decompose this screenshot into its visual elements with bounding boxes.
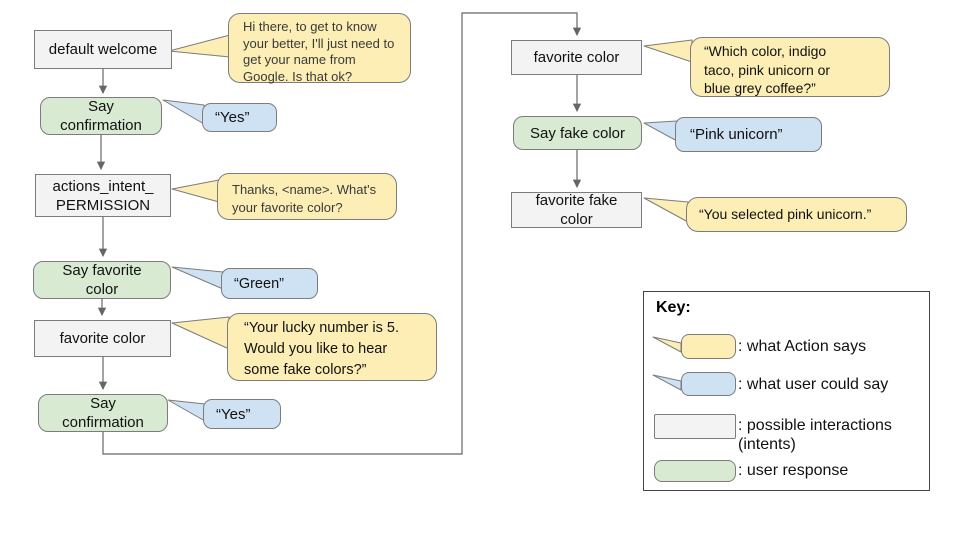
bubble-permission-prompt: Thanks, <name>. What's your favorite col… (217, 173, 397, 220)
bubble-tail-green (171, 266, 224, 290)
bubble-tail-lucky-number (171, 316, 230, 350)
bubble-tail-fake-color-prompt (643, 39, 693, 63)
node-say-confirmation-1: Say confirmation (40, 97, 162, 135)
key-intent-box-swatch-icon (654, 414, 736, 439)
bubble-green: “Green” (221, 268, 318, 299)
bubble-yes-1: “Yes” (202, 103, 277, 132)
key-panel: Key: : what Action says : what user coul… (643, 291, 930, 491)
node-say-fake-color: Say fake color (513, 116, 642, 150)
key-label-possible-interactions: : possible interactions (intents) (738, 417, 892, 453)
key-label-user-response: : user response (738, 462, 849, 479)
node-default-welcome: default welcome (34, 30, 172, 69)
bubble-pink-unicorn: “Pink unicorn” (675, 117, 822, 152)
bubble-fake-color-prompt: “Which color, indigo taco, pink unicorn … (690, 37, 890, 97)
node-say-favorite-color: Say favorite color (33, 261, 171, 299)
bubble-tail-welcome-prompt (168, 34, 231, 58)
key-label-user-could-say: : what user could say (738, 376, 889, 393)
bubble-welcome-prompt: Hi there, to get to know your better, I'… (228, 13, 411, 84)
bubble-tail-selected-confirmation (643, 197, 689, 223)
bubble-tail-yes-1 (162, 99, 205, 125)
node-actions-intent-permission: actions_intent_ PERMISSION (35, 174, 171, 217)
key-user-bubble-tail-icon (652, 374, 682, 391)
key-response-box-swatch-icon (654, 460, 736, 482)
key-action-bubble-swatch-icon (681, 334, 736, 359)
node-favorite-fake-color: favorite fake color (511, 192, 642, 228)
connector-loop-to-right-column (102, 12, 582, 455)
node-favorite-color-left: favorite color (34, 320, 171, 357)
bubble-tail-pink-unicorn (643, 120, 678, 142)
key-user-bubble-swatch-icon (681, 372, 736, 396)
bubble-tail-yes-2 (167, 399, 206, 422)
bubble-lucky-number-prompt: “Your lucky number is 5. Would you like … (227, 313, 437, 381)
node-say-confirmation-2: Say confirmation (38, 394, 168, 432)
key-action-bubble-tail-icon (652, 336, 682, 353)
bubble-tail-permission-prompt (171, 179, 220, 203)
bubble-yes-2: “Yes” (203, 399, 281, 429)
bubble-selected-confirmation: “You selected pink unicorn.” (686, 197, 907, 232)
key-label-action-says: : what Action says (738, 338, 867, 355)
key-title: Key: (656, 299, 691, 316)
node-favorite-color-right: favorite color (511, 40, 642, 75)
